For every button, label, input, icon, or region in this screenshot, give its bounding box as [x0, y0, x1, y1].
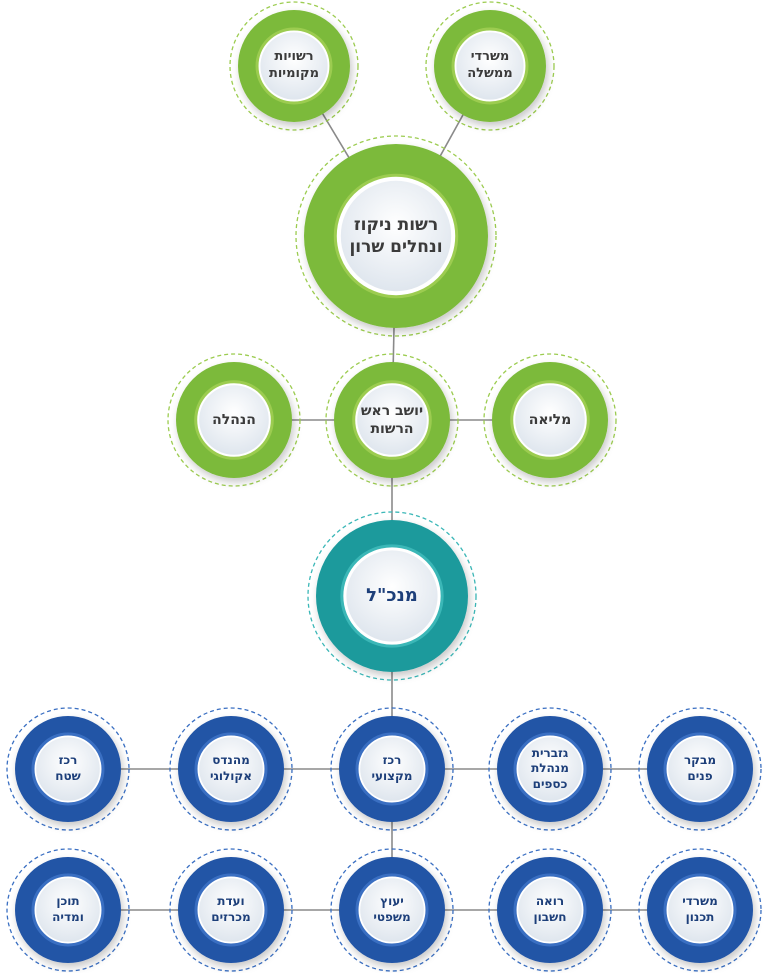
node-label-mevaker_pnim: מבקר פנים — [683, 753, 717, 783]
node-dashed-ring — [488, 848, 612, 972]
node-label-misrdei_tichnun: משרדי תכנון — [682, 894, 718, 924]
node-label-yoshev_rosh: יושב ראש הרשות — [360, 402, 424, 437]
node-label-rakaz_miktzoi: רכז מקצועי — [371, 753, 413, 783]
node-misrdei_tichnun — [638, 848, 762, 972]
node-mankal — [307, 511, 477, 681]
node-dashed-ring — [6, 707, 130, 831]
node-label-roe_cheshbon: רואה חשבון — [533, 894, 567, 924]
node-dashed-ring — [638, 848, 762, 972]
node-inner-face — [518, 737, 582, 801]
node-inner-face — [360, 878, 424, 942]
node-inner-face — [360, 737, 424, 801]
node-dashed-ring — [325, 353, 459, 487]
node-dashed-ring — [169, 848, 293, 972]
node-label-rashut: רשות ניקוז ונחלים שרון — [349, 214, 443, 257]
node-dashed-ring — [330, 707, 454, 831]
node-yoshev_rosh — [325, 353, 459, 487]
node-label-vaadat_michrazim: ועדת מכרזים — [211, 894, 251, 924]
node-dashed-ring — [638, 707, 762, 831]
node-inner-face — [199, 737, 263, 801]
node-dashed-ring — [488, 707, 612, 831]
node-mevaker_pnim — [638, 707, 762, 831]
node-label-tochen_media: תוכן ומדיה — [52, 894, 84, 924]
node-melia — [483, 353, 617, 487]
node-rashut — [295, 135, 497, 337]
node-roe_cheshbon — [488, 848, 612, 972]
node-mehandes_ekologi — [169, 707, 293, 831]
node-rakaz_shetach — [6, 707, 130, 831]
node-tochen_media — [6, 848, 130, 972]
node-dashed-ring — [295, 135, 497, 337]
node-label-mankal: מנכ"ל — [366, 585, 418, 607]
node-inner-face — [36, 878, 100, 942]
node-inner-face — [456, 32, 524, 100]
node-misrdei_memshala — [425, 1, 555, 131]
node-label-rakaz_shetach: רכז שטח — [55, 753, 81, 783]
node-label-misrdei_memshala: משרדי ממשלה — [467, 49, 513, 81]
node-label-gizbarit: גזברית מנהלת כספים — [531, 745, 569, 791]
node-inner-face — [668, 878, 732, 942]
node-inner-face — [260, 32, 328, 100]
node-label-yeutz_mishpati: יעוץ משפטי — [373, 894, 411, 924]
node-dashed-ring — [425, 1, 555, 131]
node-inner-face — [199, 878, 263, 942]
node-dashed-ring — [169, 707, 293, 831]
node-hanhala — [167, 353, 301, 487]
node-inner-face — [199, 385, 269, 455]
node-rakaz_miktzoi — [330, 707, 454, 831]
node-inner-face — [515, 385, 585, 455]
node-dashed-ring — [6, 848, 130, 972]
node-circles — [6, 1, 762, 972]
node-label-hanhala: הנהלה — [212, 411, 256, 428]
node-dashed-ring — [483, 353, 617, 487]
node-inner-face — [36, 737, 100, 801]
node-dashed-ring — [330, 848, 454, 972]
node-inner-face — [518, 878, 582, 942]
node-label-melia: מליאה — [528, 411, 572, 428]
node-reshuyot_mekomiyot — [229, 1, 359, 131]
node-inner-face — [340, 180, 452, 292]
node-dashed-ring — [229, 1, 359, 131]
node-yeutz_mishpati — [330, 848, 454, 972]
node-inner-face — [346, 550, 438, 642]
node-dashed-ring — [167, 353, 301, 487]
node-label-reshuyot_mekomiyot: רשויות מקומיות — [268, 49, 319, 81]
node-dashed-ring — [307, 511, 477, 681]
node-inner-face — [357, 385, 427, 455]
node-gizbarit — [488, 707, 612, 831]
node-inner-face — [668, 737, 732, 801]
node-label-mehandes_ekologi: מהנדס אקולוגי — [210, 753, 252, 783]
node-vaadat_michrazim — [169, 848, 293, 972]
